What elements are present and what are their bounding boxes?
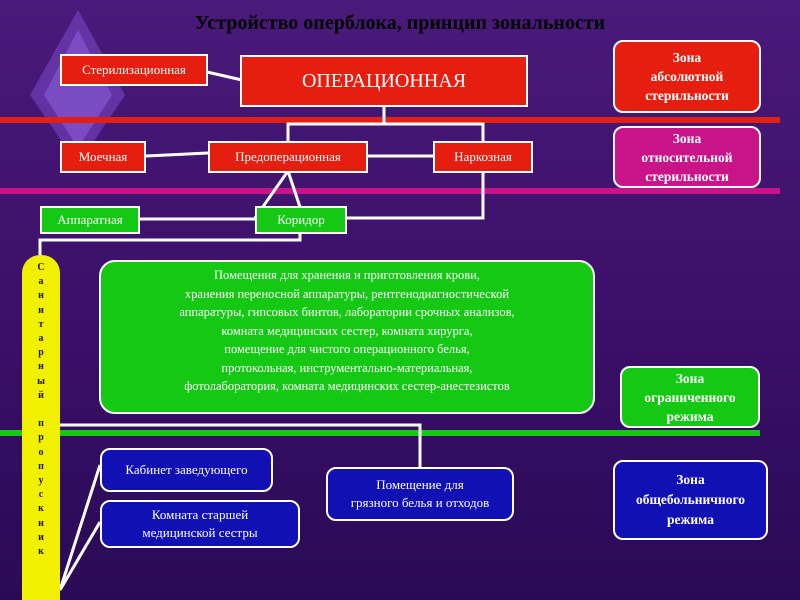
room-preop: Предоперационная xyxy=(208,141,368,173)
zone-relative-sterility: Зона относительной стерильности xyxy=(613,126,761,188)
room-sterilization: Стерилизационная xyxy=(60,54,208,86)
zone-line-limited xyxy=(0,430,760,436)
connector-lines xyxy=(38,70,485,591)
decorative-diamond xyxy=(30,10,125,165)
room-senior-nurse: Комната старшей медицинской сестры xyxy=(100,500,300,548)
room-head-office: Кабинет заведующего xyxy=(100,448,273,492)
zone-line-absolute xyxy=(0,117,780,123)
storage-rooms-box: Помещения для хранения и приготовления к… xyxy=(99,260,595,414)
zone-absolute-sterility: Зона абсолютной стерильности xyxy=(613,40,761,113)
sanitary-checkpoint-label: С а н и т а р н ы й п р о п у с к н и к xyxy=(37,262,45,558)
room-equipment: Аппаратная xyxy=(40,206,140,234)
room-dirty-linen: Помещение для грязного белья и отходов xyxy=(326,467,514,521)
zone-general-hospital: Зона общебольничного режима xyxy=(613,460,768,540)
room-washing: Моечная xyxy=(60,141,146,173)
decorative-diamond-inner xyxy=(44,30,112,148)
zone-limited-regime: Зона ограниченного режима xyxy=(620,366,760,428)
zone-line-relative xyxy=(0,188,780,194)
sanitary-checkpoint: С а н и т а р н ы й п р о п у с к н и к xyxy=(22,255,60,600)
room-anesthesia: Наркозная xyxy=(433,141,533,173)
room-operating: ОПЕРАЦИОННАЯ xyxy=(240,55,528,107)
room-corridor: Коридор xyxy=(255,206,347,234)
page-title: Устройство оперблока, принцип зональност… xyxy=(194,12,606,34)
